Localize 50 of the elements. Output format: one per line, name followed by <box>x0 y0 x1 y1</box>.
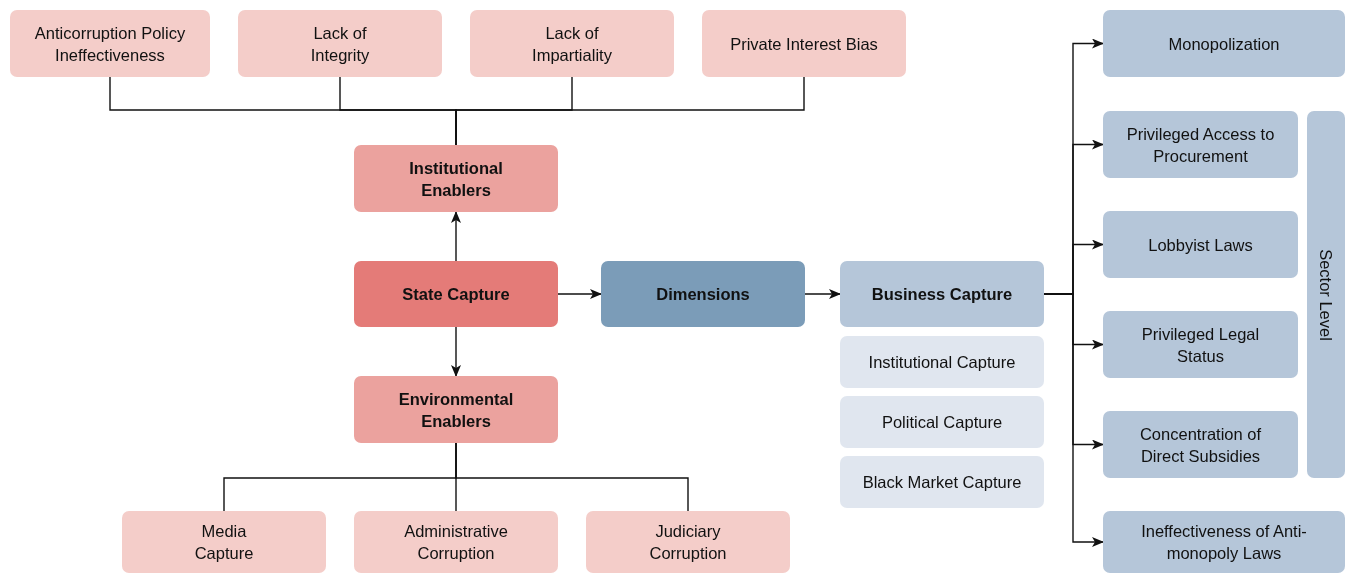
process-box <box>1103 10 1345 77</box>
process-box <box>1103 211 1298 278</box>
process-box <box>840 396 1044 448</box>
node-label: Administrative Corruption <box>403 521 509 564</box>
arrow <box>451 326 461 377</box>
process-box <box>1103 311 1298 378</box>
node-label: Lack of Impartiality <box>531 22 613 66</box>
process-box <box>1103 511 1345 573</box>
arrow <box>804 289 841 299</box>
node-label: Institutional Enablers <box>408 157 504 201</box>
node-label: Media Capture <box>193 521 255 564</box>
process-box <box>586 511 790 573</box>
node-label: Privileged Access to Procurement <box>1125 123 1276 167</box>
side-band <box>1307 111 1345 478</box>
arrow <box>557 289 602 299</box>
process-box <box>354 261 558 327</box>
connector-line <box>455 442 689 512</box>
process-box <box>702 10 906 77</box>
node-label: Ineffectiveness of Anti-monopoly Laws <box>1140 521 1308 564</box>
node-label: Lobbyist Laws <box>1148 234 1253 256</box>
process-box <box>840 456 1044 508</box>
process-box <box>122 511 326 573</box>
process-box <box>1103 111 1298 178</box>
node-label: Lack of Integrity <box>309 22 371 66</box>
node-label: Dimensions <box>656 284 750 305</box>
node-label: Institutional Capture <box>868 352 1016 373</box>
process-box <box>840 336 1044 388</box>
arrow <box>1043 293 1104 547</box>
node-label: Black Market Capture <box>862 472 1022 493</box>
node-label: Sector Level <box>1316 248 1336 341</box>
process-box <box>470 10 674 77</box>
arrow <box>451 211 461 262</box>
node-label: Environmental Enablers <box>397 388 515 432</box>
process-box <box>238 10 442 77</box>
process-box <box>354 376 558 443</box>
node-label: Monopolization <box>1168 33 1280 55</box>
node-label: Anticorruption Policy Ineffectiveness <box>33 22 187 66</box>
node-label: Business Capture <box>871 284 1013 305</box>
process-box <box>354 511 558 573</box>
process-box <box>1103 411 1298 478</box>
node-label: State Capture <box>402 284 510 305</box>
node-label: Private Interest Bias <box>730 33 878 55</box>
node-label: Privileged Legal Status <box>1140 323 1261 367</box>
process-box <box>354 145 558 212</box>
node-label: Concentration of Direct Subsidies <box>1138 423 1263 467</box>
process-box <box>601 261 805 327</box>
process-box <box>10 10 210 77</box>
node-label: Judiciary Corruption <box>648 521 728 564</box>
process-box <box>840 261 1044 327</box>
node-label: Political Capture <box>881 412 1003 433</box>
